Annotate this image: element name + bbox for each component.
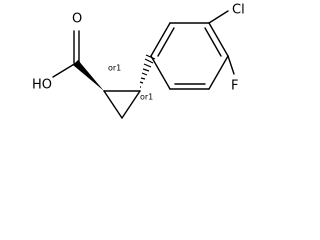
ring-bond-1 xyxy=(150,22,171,57)
stereo-hash-bond-c2 xyxy=(139,54,156,88)
ring-bond-6 xyxy=(150,55,171,90)
carbonyl-oxygen-label: O xyxy=(72,12,82,27)
ring-inner-double-2 xyxy=(204,27,222,57)
hydroxyl-label: HO xyxy=(32,78,52,93)
stereo-label-c1: or1 xyxy=(108,64,121,73)
chemical-structure: HO O Cl F or1 or1 xyxy=(32,3,245,119)
fluorine-bond xyxy=(227,55,235,75)
ring-bond-3 xyxy=(208,22,229,57)
fluorine-label: F xyxy=(231,79,238,94)
chlorine-label: Cl xyxy=(232,3,245,18)
hydroxyl-bond xyxy=(52,62,77,78)
cyclopropane-bond-c2-c3 xyxy=(121,90,141,119)
ring-bond-4 xyxy=(208,55,229,90)
cyclopropane-bond-c1-c3 xyxy=(103,90,123,119)
chlorine-bond xyxy=(208,10,229,24)
stereo-label-c2: or1 xyxy=(140,93,153,102)
ring-inner-double-1 xyxy=(157,27,175,57)
stereo-wedge-bond-c1 xyxy=(73,60,104,91)
